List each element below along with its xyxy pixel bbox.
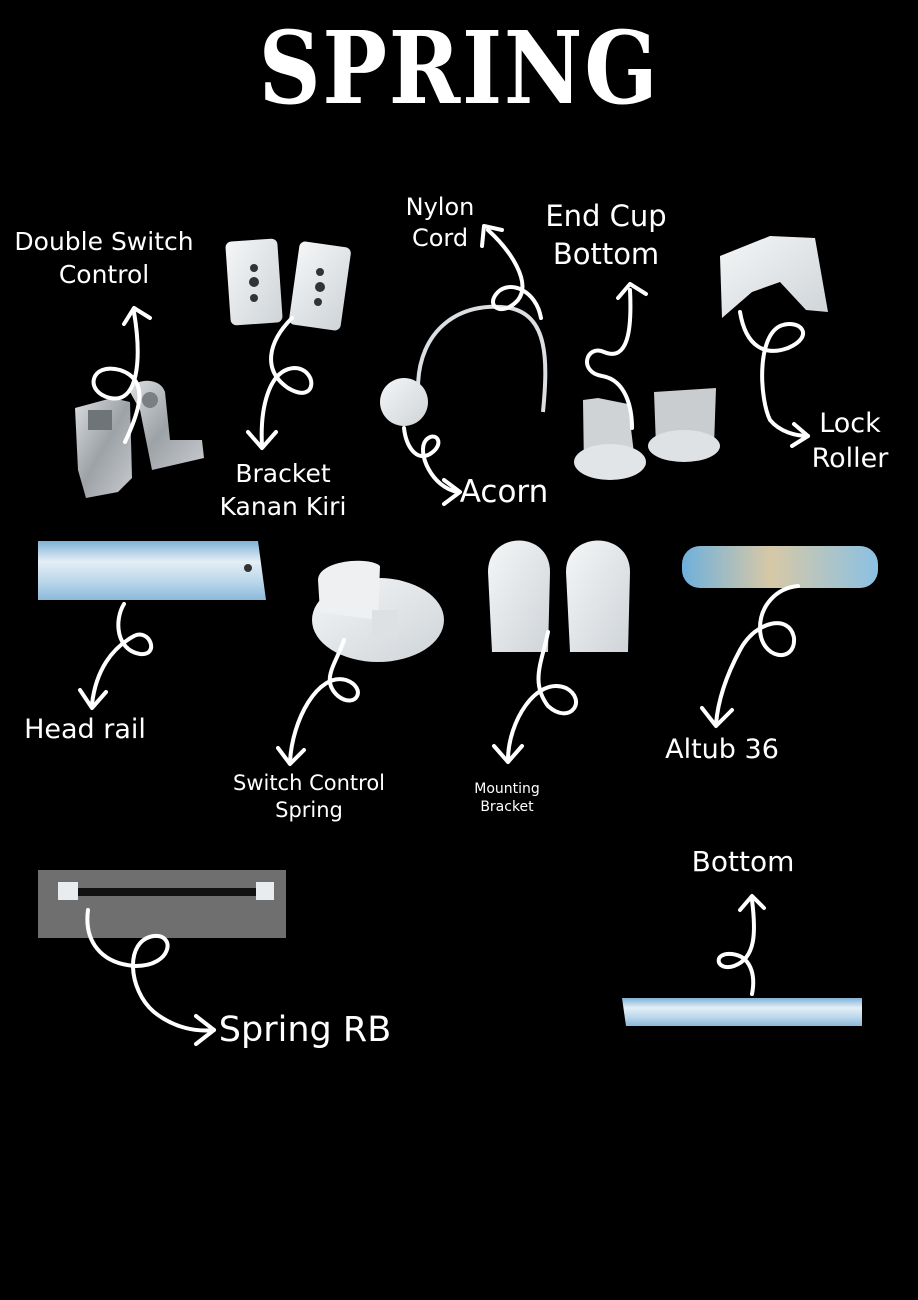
arrow-spring-rb — [85, 908, 216, 1033]
lock-roller-image — [720, 236, 828, 318]
label-double-switch-control: Double Switch Control — [14, 227, 194, 289]
end-cup-bottom-image — [574, 388, 720, 480]
label-bracket-kanan-kiri: Bracket Kanan Kiri — [219, 459, 347, 521]
altub-36-image — [682, 546, 878, 588]
arrow-acorn — [402, 426, 460, 494]
label-switch-control-spring: Switch Control Spring — [232, 771, 385, 823]
nylon-cord-acorn-image — [380, 304, 548, 426]
label-bottom: Bottom — [691, 845, 795, 878]
arrow-switch-control — [288, 638, 360, 764]
spring-rb-image — [38, 870, 286, 938]
label-end-cup-bottom: End Cup Bottom — [545, 199, 667, 271]
arrow-mounting — [506, 630, 578, 762]
switch-control-spring-image — [312, 560, 444, 662]
label-spring-rb: Spring RB — [218, 1010, 392, 1050]
arrow-bracket — [259, 316, 314, 448]
label-altub-36: Altub 36 — [665, 734, 779, 765]
arrow-nylon — [486, 228, 543, 320]
page-title: SPRING — [258, 9, 660, 127]
arrow-end-cup — [585, 288, 634, 430]
label-mounting-bracket: Mounting Bracket — [474, 781, 540, 816]
label-head-rail: Head rail — [24, 714, 146, 745]
head-rail-image — [38, 541, 266, 600]
label-acorn: Acorn — [459, 474, 549, 510]
arrow-bottom — [716, 898, 757, 996]
curly-arrows — [78, 224, 810, 1046]
label-nylon-cord: Nylon Cord — [405, 193, 475, 253]
mounting-bracket-image — [488, 540, 630, 652]
arrow-head-rail — [90, 602, 153, 706]
arrow-lock-roller — [738, 310, 810, 438]
arrow-altub — [714, 584, 800, 726]
bottom-rail-image — [622, 998, 862, 1026]
double-switch-control-image — [75, 380, 204, 498]
arrow-double-switch — [91, 310, 142, 444]
label-lock-roller: Lock Roller — [811, 408, 889, 475]
bracket-kanan-kiri-image — [225, 238, 351, 331]
